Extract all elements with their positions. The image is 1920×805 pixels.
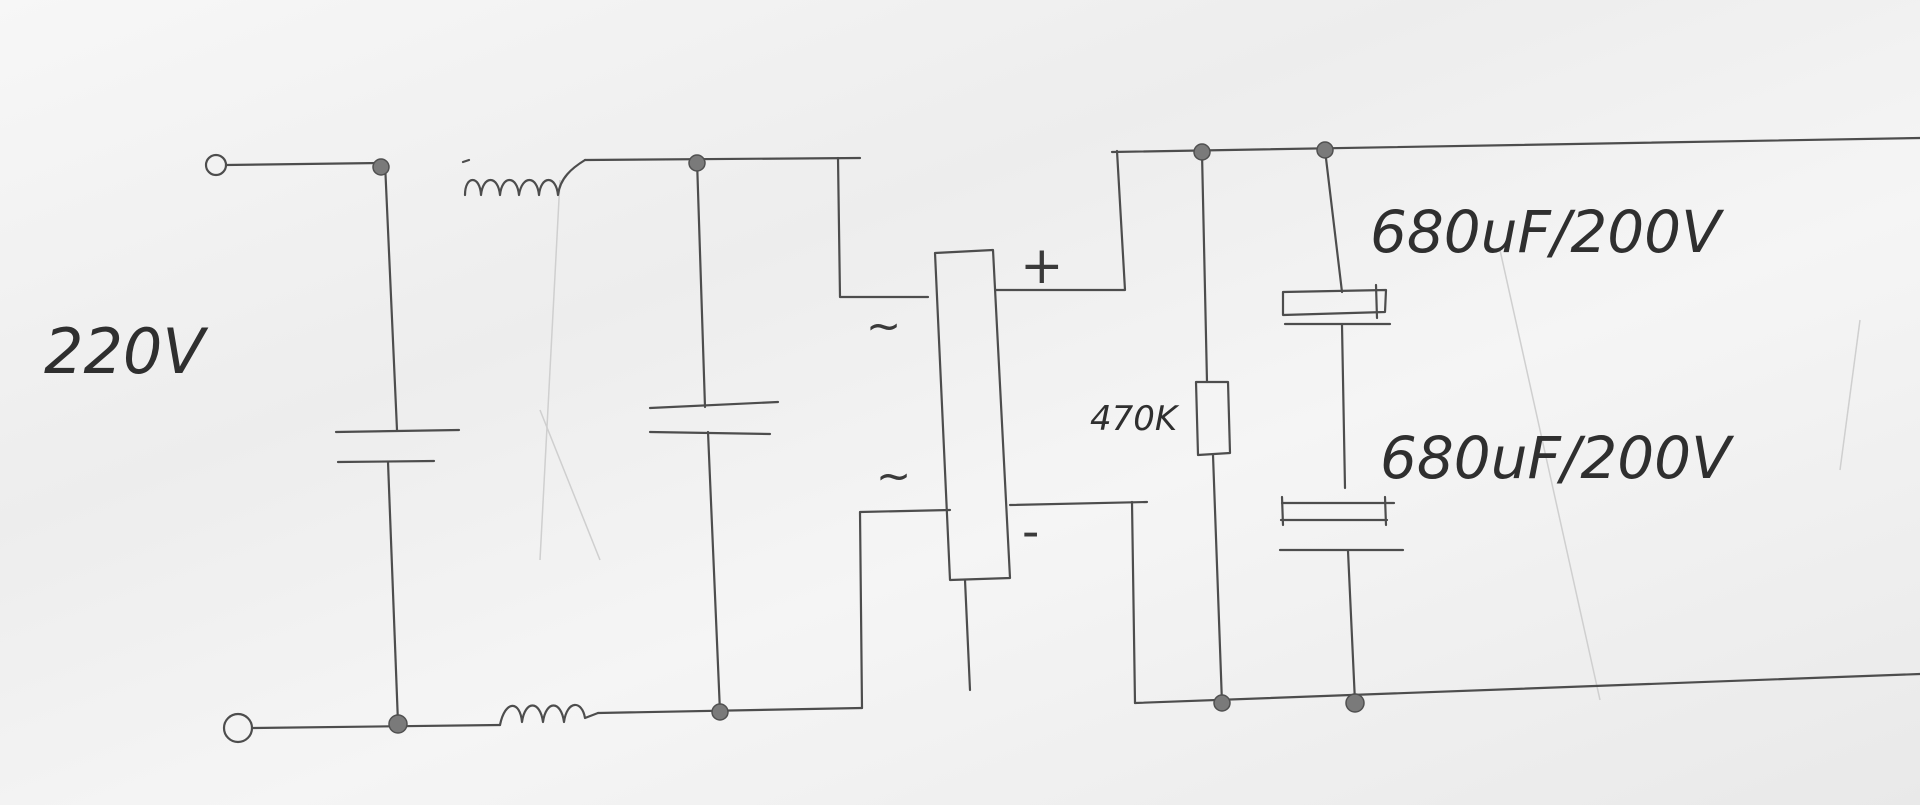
top-rail-right xyxy=(1110,136,1920,154)
input-terminal-bottom xyxy=(222,712,254,744)
junction-nodes xyxy=(372,141,1365,734)
inductor-bottom xyxy=(498,703,600,727)
bridge-ac-top-label: ~ xyxy=(866,301,901,350)
filter-capacitor xyxy=(648,158,780,714)
inductor-top xyxy=(463,158,587,197)
bridge-minus-label: - xyxy=(1022,504,1039,560)
bridge-plus-label: + xyxy=(1020,236,1064,296)
paper-creases xyxy=(539,179,1861,701)
electrolytic-capacitors xyxy=(1278,148,1405,704)
input-capacitor xyxy=(334,161,461,725)
bleeder-resistor xyxy=(1194,151,1232,705)
bridge-rectifier xyxy=(836,149,1149,710)
top-rail-left xyxy=(224,156,862,167)
bottom-rail-right xyxy=(1133,672,1920,705)
input-terminal-top xyxy=(204,153,228,177)
voltage-label: 220V xyxy=(44,315,209,388)
capacitor-upper-label: 680uF/200V xyxy=(1370,198,1725,266)
bottom-rail-left xyxy=(250,706,864,730)
resistor-label: 470K xyxy=(1090,399,1180,439)
bridge-ac-bottom-label: ~ xyxy=(876,451,911,500)
capacitor-lower-label: 680uF/200V xyxy=(1380,424,1735,492)
